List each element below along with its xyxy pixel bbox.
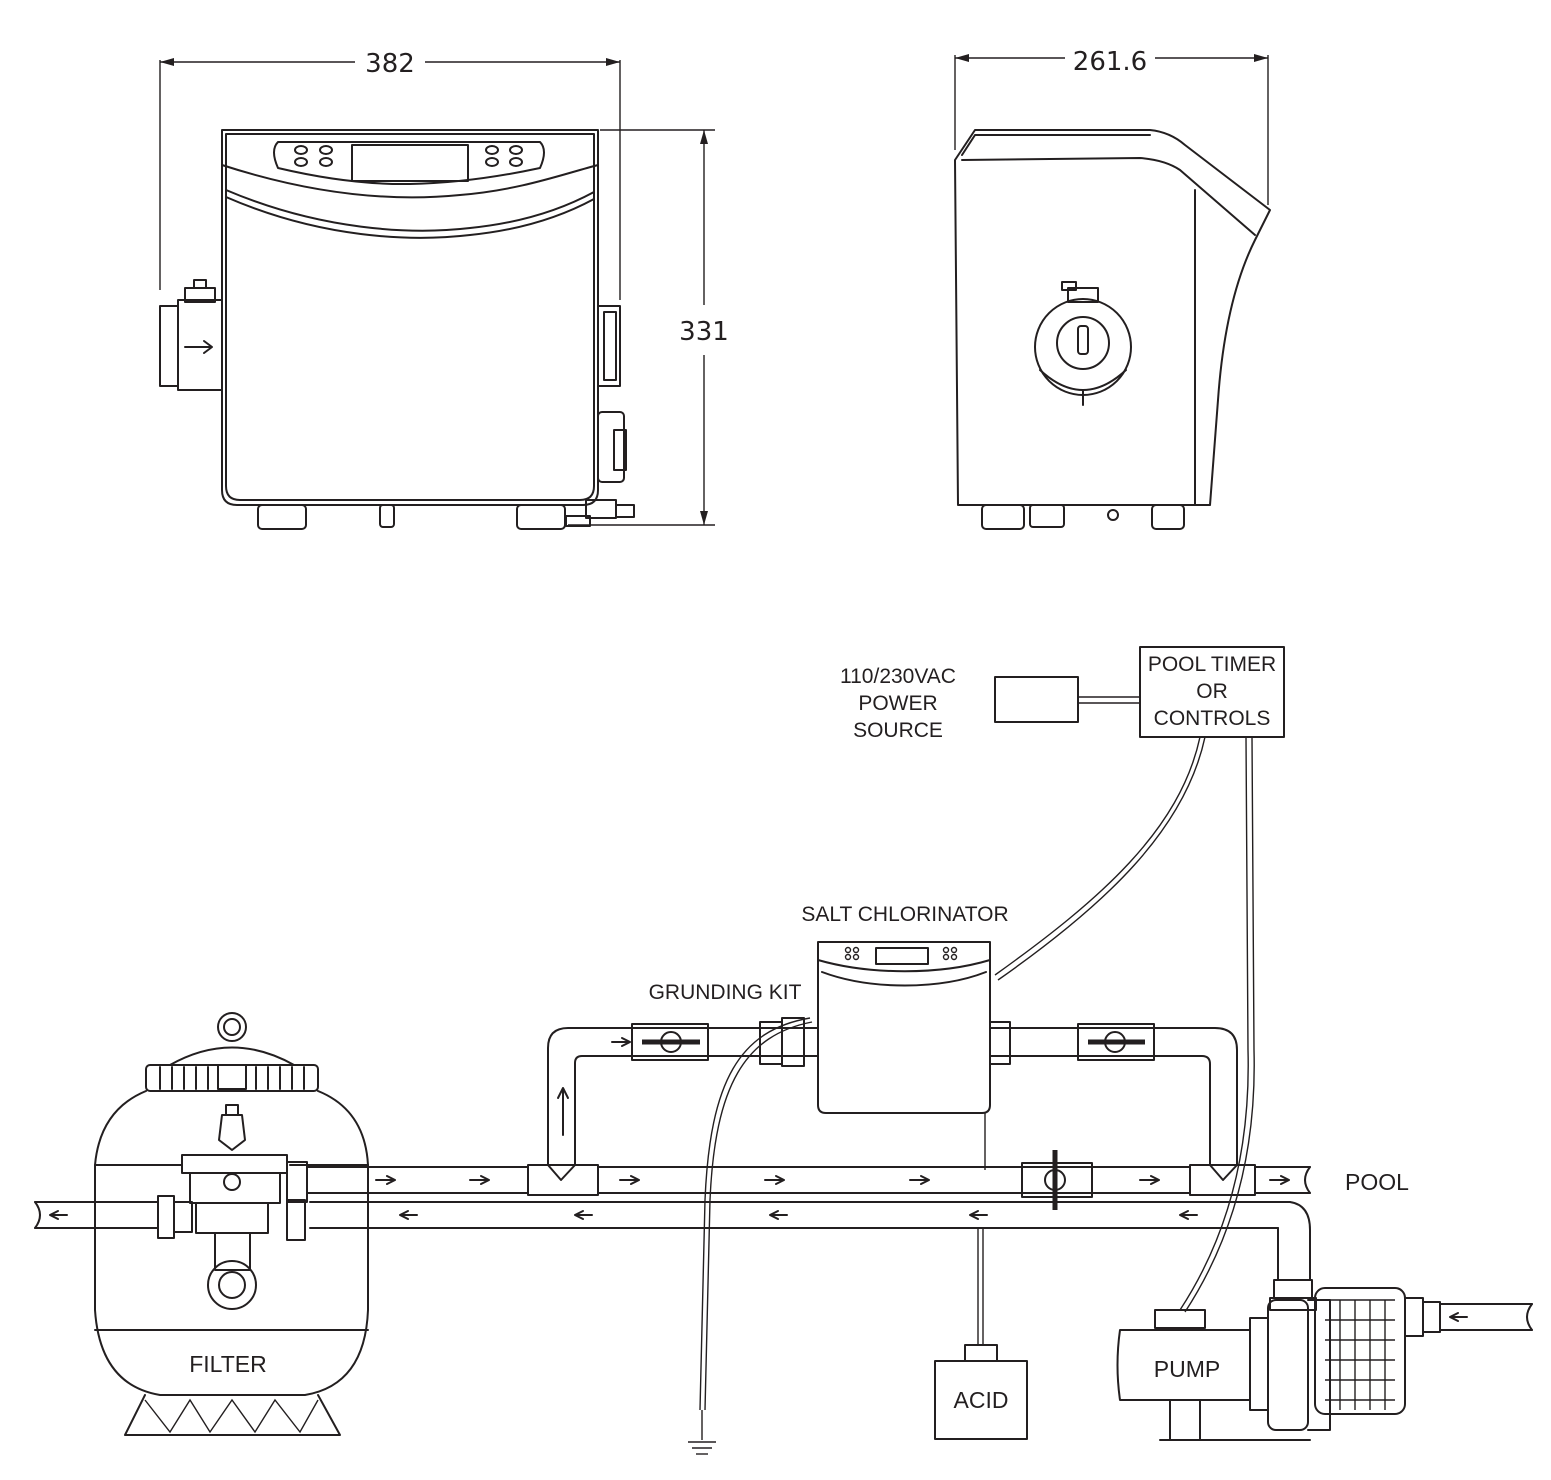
- salt-chlorinator-label: SALT CHLORINATOR: [801, 903, 1008, 926]
- acid-container: ACID: [934, 1228, 1028, 1440]
- width-value: 382: [365, 49, 415, 79]
- pool-timer-line-3: CONTROLS: [1154, 707, 1271, 730]
- filter-label: FILTER: [189, 1351, 267, 1377]
- grounding-kit-label: GRUNDING KIT: [649, 981, 802, 1004]
- acid-label: ACID: [954, 1387, 1009, 1413]
- power-source-line-1: 110/230VAC: [840, 665, 956, 688]
- power-source-line-2: POWER: [858, 692, 937, 715]
- height-dimension: 331: [568, 129, 729, 526]
- front-view: 382 331: [159, 49, 729, 530]
- grounding-kit: GRUNDING KIT: [649, 981, 813, 1455]
- pump: PUMP: [1116, 1279, 1441, 1441]
- salt-chlorinator: SALT CHLORINATOR: [801, 903, 1009, 1170]
- pool-label: POOL: [1345, 1169, 1409, 1195]
- depth-value: 261.6: [1073, 47, 1147, 77]
- main-pipes: POOL: [34, 1150, 1533, 1331]
- filter: FILTER: [94, 1012, 369, 1436]
- bypass-pipe: [527, 1017, 1256, 1196]
- pool-timer-line-1: POOL TIMER: [1148, 653, 1276, 676]
- flow-arrows: [49, 1175, 1468, 1322]
- control-cables: [994, 736, 1255, 1313]
- pump-label: PUMP: [1154, 1356, 1220, 1382]
- side-view: 261.6: [954, 47, 1271, 530]
- power-source: 110/230VAC POWER SOURCE: [840, 665, 1140, 742]
- power-source-line-3: SOURCE: [853, 719, 943, 742]
- height-value: 331: [679, 317, 729, 347]
- width-dimension: 382: [159, 49, 621, 300]
- pool-timer-line-2: OR: [1196, 680, 1228, 703]
- depth-dimension: 261.6: [954, 47, 1269, 205]
- pool-timer-box: POOL TIMER OR CONTROLS: [1139, 646, 1285, 738]
